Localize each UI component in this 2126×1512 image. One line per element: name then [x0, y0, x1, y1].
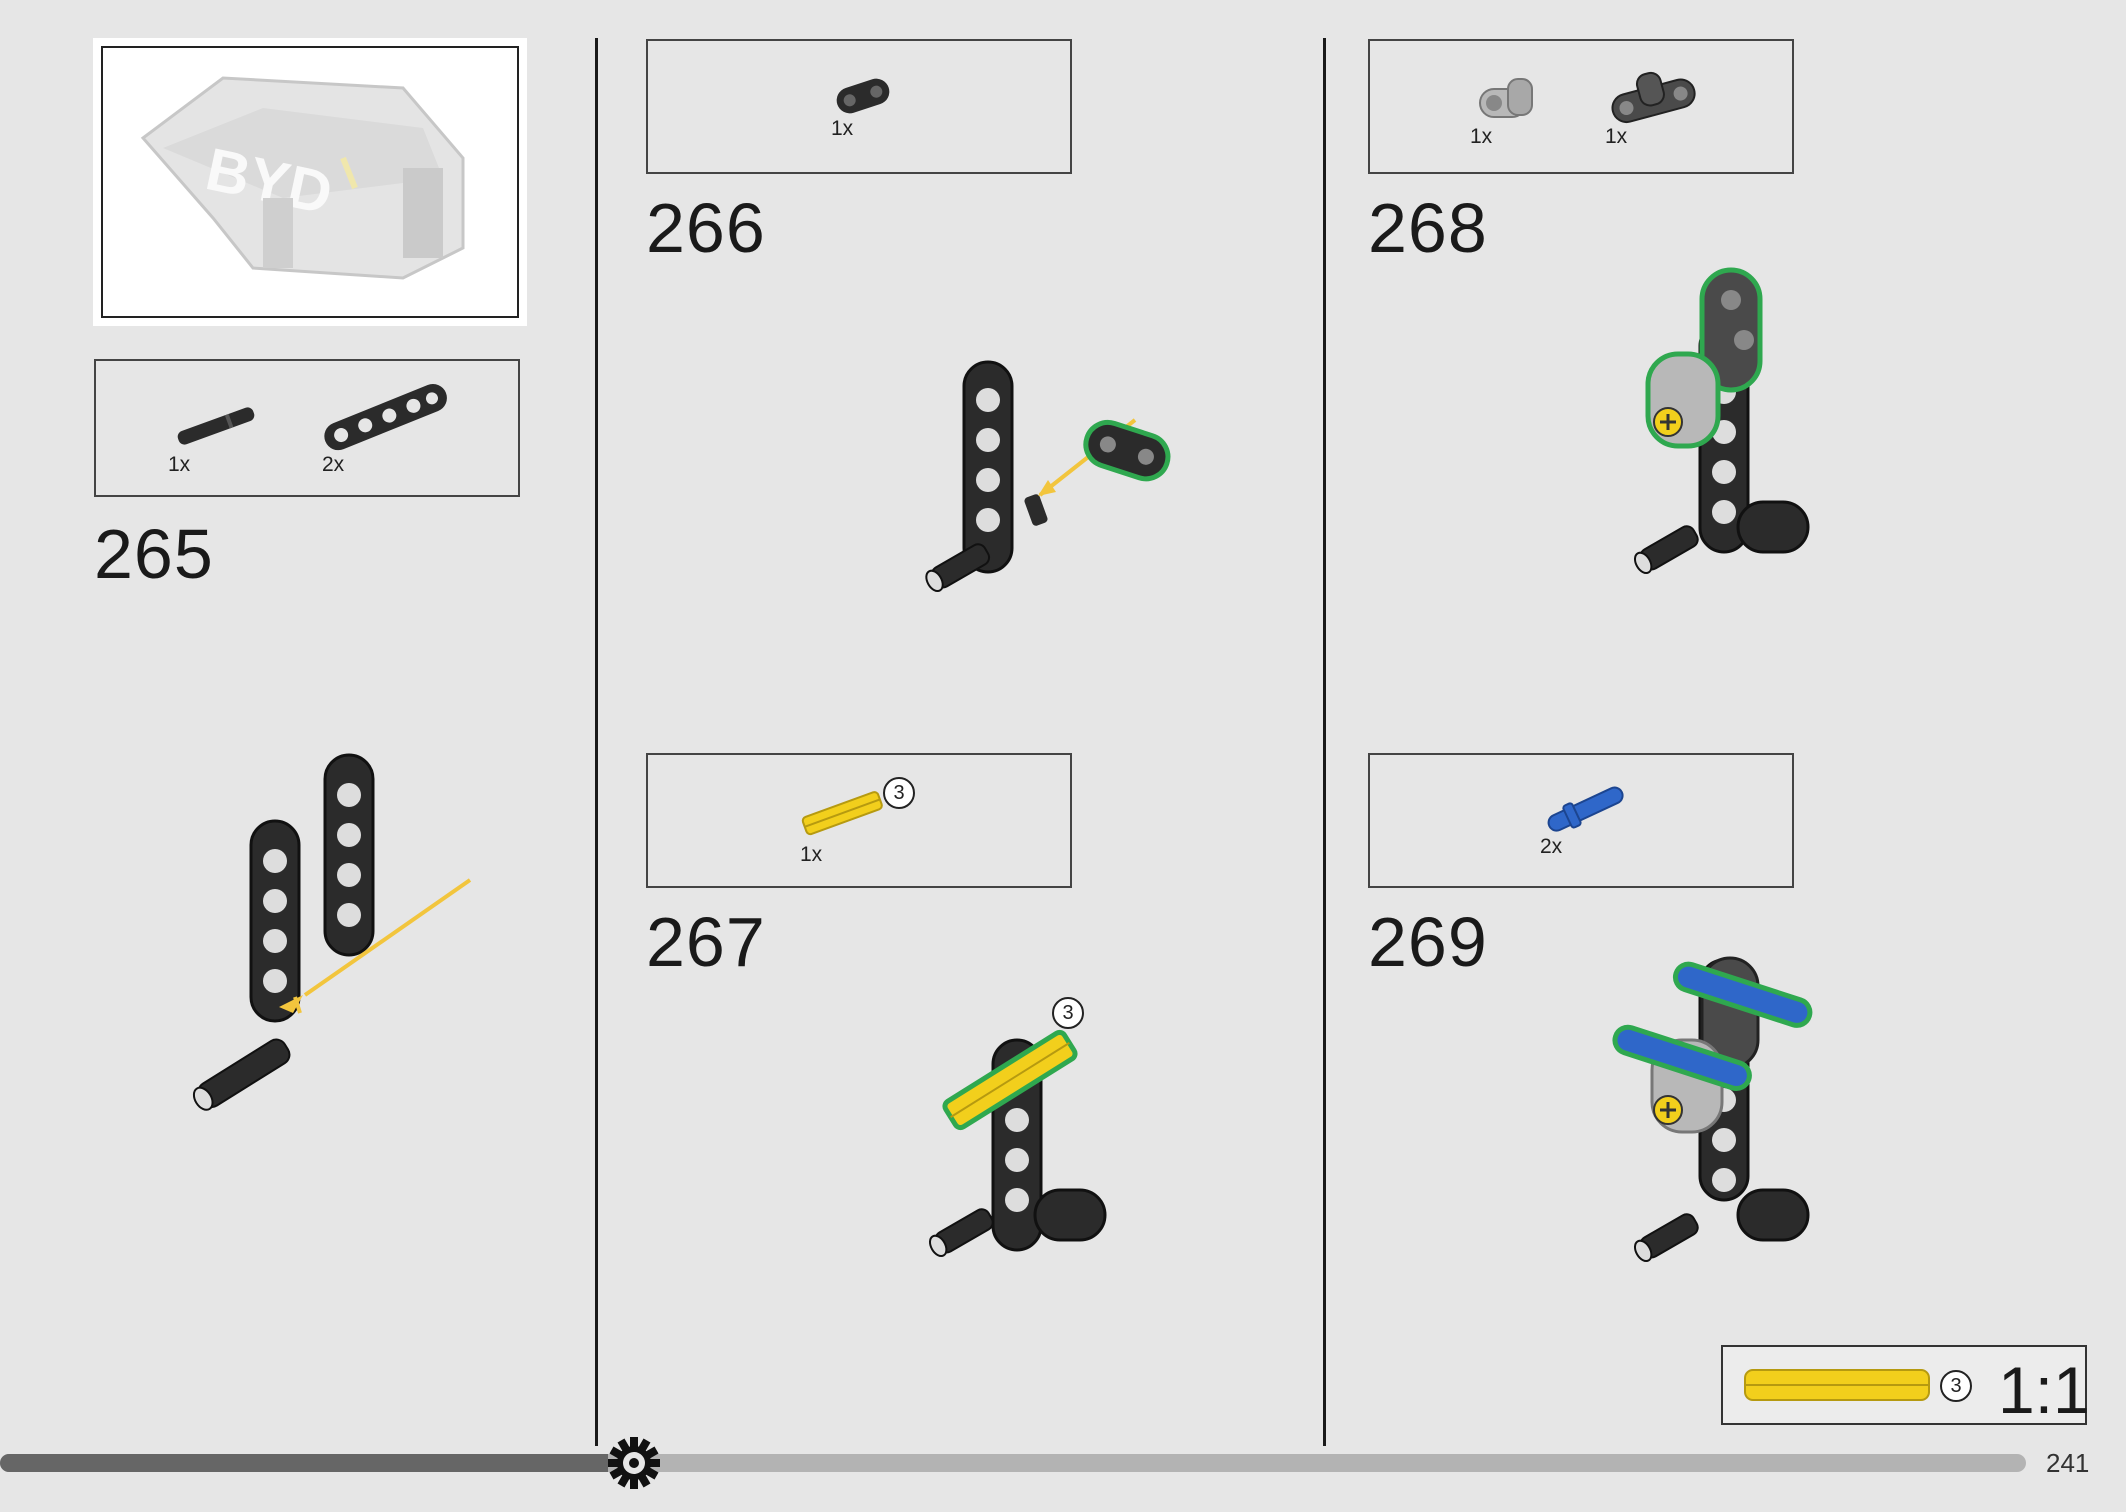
- parts-box-step-266: 1x: [646, 39, 1072, 174]
- qty-label: 2x: [322, 453, 345, 476]
- qty-label: 1x: [1470, 125, 1493, 148]
- column-divider-right: [1323, 38, 1326, 1446]
- parts-box-step-265: 1x 2x: [94, 359, 520, 497]
- step-265-assembly-illustration: [192, 753, 472, 1111]
- liftarm-1x2-black-icon: [836, 78, 890, 114]
- model-thumbnail: BYD: [93, 38, 527, 326]
- qty-label: 1x: [168, 453, 191, 476]
- axle-length-badge: 3: [883, 777, 915, 809]
- pin-blue-icon: [1547, 786, 1624, 832]
- qty-label: 1x: [1605, 125, 1628, 148]
- connector-light-gray-icon: [1479, 78, 1533, 118]
- axle-3-yellow-scale-icon: [1744, 1369, 1930, 1401]
- qty-label: 1x: [831, 117, 854, 140]
- step-number: 265: [94, 515, 214, 593]
- step-266-assembly-illustration: [925, 360, 1171, 593]
- scale-length-badge: 3: [1940, 1370, 1972, 1402]
- scale-ratio: 1:1: [1998, 1353, 2090, 1427]
- connector-dark-gray-icon: [1611, 71, 1696, 124]
- step-number: 268: [1368, 189, 1488, 267]
- step-267-assembly-illustration: [928, 1029, 1107, 1258]
- parts-box-step-267: 3 1x: [646, 753, 1072, 888]
- step-number: 269: [1368, 903, 1488, 981]
- axle-3-yellow-icon: [801, 791, 883, 836]
- column-divider-left: [595, 38, 598, 1446]
- progress-fill: [0, 1454, 608, 1472]
- parts-box-step-269: 2x: [1368, 753, 1794, 888]
- axle-pin-black-icon: [177, 407, 255, 445]
- qty-label: 2x: [1540, 835, 1563, 858]
- gear-icon: [608, 1437, 660, 1489]
- page-number: 241: [2046, 1448, 2090, 1478]
- qty-label: 1x: [800, 843, 823, 866]
- step-268-assembly-illustration: [1633, 267, 1810, 575]
- step-number: 267: [646, 903, 766, 981]
- callout-length-badge: 3: [1052, 997, 1084, 1029]
- parts-box-step-268: 1x 1x: [1368, 39, 1794, 174]
- model-thumbnail-icon: BYD: [140, 76, 465, 280]
- liftarm-1x5-black-icon: [324, 383, 447, 451]
- step-number: 266: [646, 189, 766, 267]
- step-269-assembly-illustration: [1612, 956, 1813, 1263]
